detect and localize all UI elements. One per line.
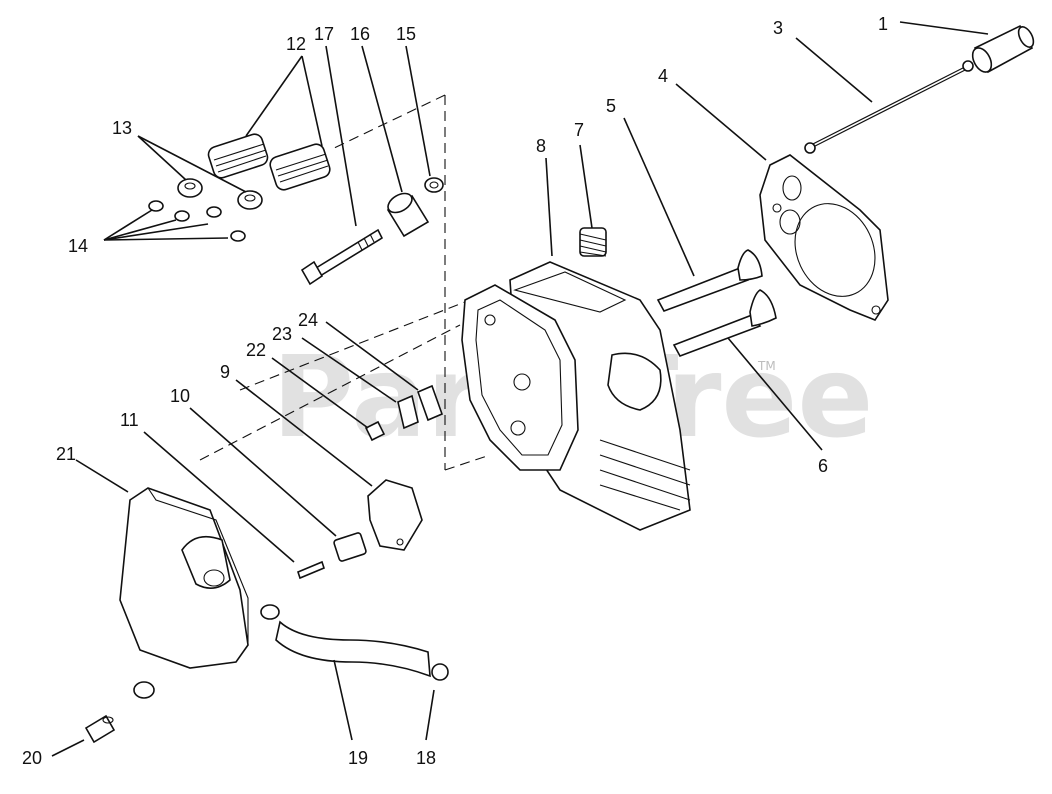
callout-15: 15 bbox=[396, 24, 416, 44]
spring-part-7 bbox=[579, 227, 607, 257]
callout-18: 18 bbox=[416, 748, 436, 768]
push-rod-part bbox=[804, 60, 974, 154]
callout-21: 21 bbox=[56, 444, 76, 464]
callout-11: 11 bbox=[120, 410, 139, 430]
small-hardware-parts bbox=[364, 384, 444, 442]
breather-valve-parts bbox=[297, 532, 367, 580]
leader-lines bbox=[51, 21, 989, 757]
washer-part-15 bbox=[424, 177, 444, 193]
callout-9: 9 bbox=[220, 362, 230, 382]
callout-7: 7 bbox=[574, 120, 584, 140]
callout-13: 13 bbox=[112, 118, 132, 138]
callout-17: 17 bbox=[314, 24, 334, 44]
callout-3: 3 bbox=[773, 18, 783, 38]
callout-23: 23 bbox=[272, 324, 292, 344]
callout-4: 4 bbox=[658, 66, 668, 86]
head-gasket-part bbox=[759, 154, 889, 321]
bolt-part-17 bbox=[300, 228, 384, 286]
breather-hose-part-19 bbox=[260, 604, 449, 681]
callout-1: 1 bbox=[878, 14, 888, 34]
callout-20: 20 bbox=[22, 748, 42, 768]
bushing-part-16 bbox=[386, 192, 430, 238]
callout-8: 8 bbox=[536, 136, 546, 156]
valve-parts bbox=[656, 249, 777, 357]
alignment-lines bbox=[199, 94, 491, 471]
callout-12: 12 bbox=[286, 34, 306, 54]
cap-part bbox=[971, 24, 1035, 74]
breather-bracket-part-9 bbox=[367, 479, 423, 551]
callout-24: 24 bbox=[298, 310, 318, 330]
valve-springs-part bbox=[207, 133, 331, 191]
callout-22: 22 bbox=[246, 340, 266, 360]
cylinder-head-part bbox=[461, 261, 691, 531]
callout-16: 16 bbox=[350, 24, 370, 44]
cover-bolt-part-20 bbox=[84, 681, 155, 744]
valve-cover-part-21 bbox=[119, 487, 249, 669]
callout-10: 10 bbox=[170, 386, 190, 406]
callout-19: 19 bbox=[348, 748, 368, 768]
callout-labels: 1 3 4 5 6 7 8 9 10 11 12 13 14 15 16 17 … bbox=[22, 14, 888, 768]
callout-6: 6 bbox=[818, 456, 828, 476]
callout-14: 14 bbox=[68, 236, 88, 256]
valve-keepers-part bbox=[148, 200, 246, 242]
watermark-trademark: TM bbox=[757, 359, 776, 373]
callout-5: 5 bbox=[606, 96, 616, 116]
spring-retainers-part bbox=[177, 178, 263, 210]
